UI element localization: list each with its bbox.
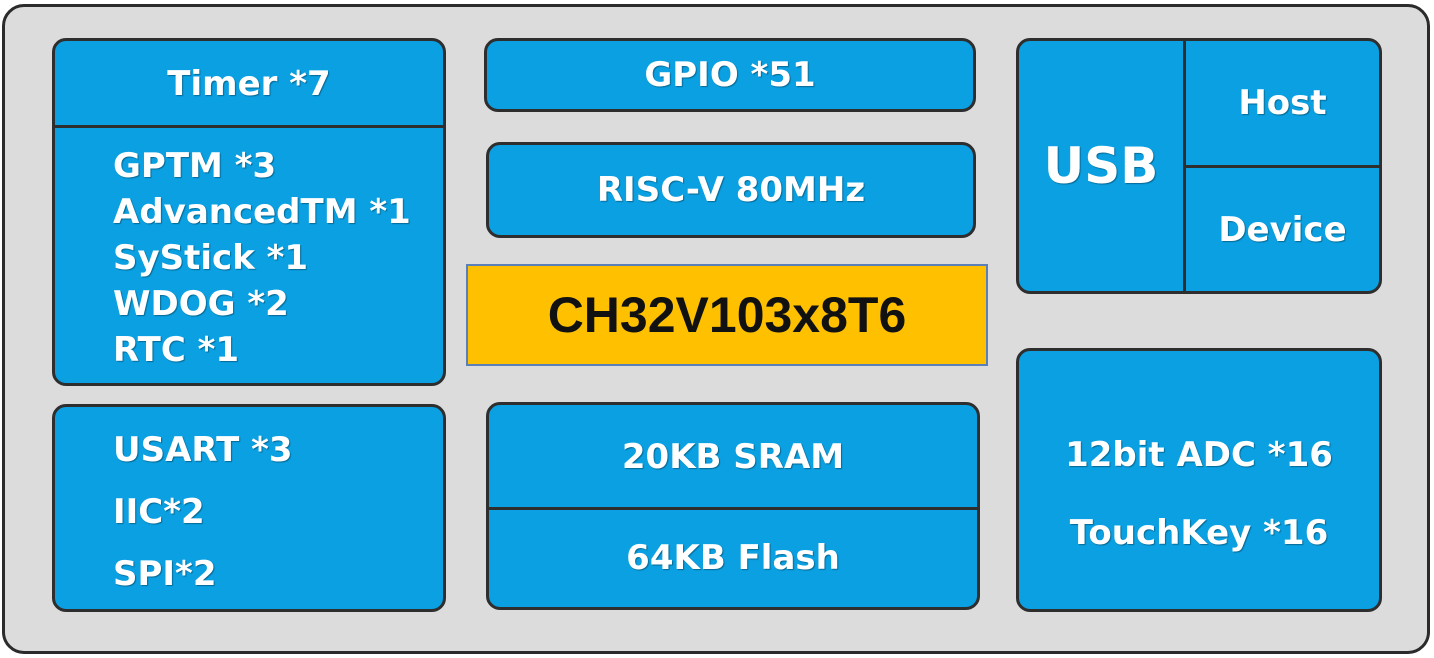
flash-label: 64KB Flash bbox=[626, 538, 840, 578]
touchkey-label: TouchKey *16 bbox=[1069, 513, 1329, 553]
comm-item-usart: USART *3 bbox=[113, 430, 293, 470]
adc-label: 12bit ADC *16 bbox=[1065, 435, 1333, 475]
usb-vdivider bbox=[1183, 41, 1186, 291]
sram-label: 20KB SRAM bbox=[621, 437, 845, 477]
memory-block: 20KB SRAM 64KB Flash bbox=[486, 402, 980, 610]
gpio-block: GPIO *51 bbox=[484, 38, 976, 112]
comm-block: USART *3 IIC*2 SPI*2 bbox=[52, 404, 446, 612]
gpio-label: GPIO *51 bbox=[644, 55, 816, 95]
timer-item-wdog: WDOG *2 bbox=[113, 284, 289, 324]
timer-title: Timer *7 bbox=[167, 64, 331, 104]
timer-divider bbox=[55, 125, 443, 128]
timer-item-rtc: RTC *1 bbox=[113, 330, 240, 370]
timer-item-systick: SyStick *1 bbox=[113, 238, 309, 278]
usb-hdivider bbox=[1186, 165, 1379, 168]
timer-block: Timer *7 GPTM *3 AdvancedTM *1 SyStick *… bbox=[52, 38, 446, 386]
usb-device-label: Device bbox=[1218, 209, 1347, 250]
timer-item-advancedtm: AdvancedTM *1 bbox=[113, 192, 411, 232]
cpu-block: RISC-V 80MHz bbox=[486, 142, 976, 238]
comm-item-iic: IIC*2 bbox=[113, 492, 205, 532]
timer-list: GPTM *3 AdvancedTM *1 SyStick *1 WDOG *2… bbox=[113, 143, 411, 373]
comm-item-spi: SPI*2 bbox=[113, 554, 217, 594]
comm-list: USART *3 IIC*2 SPI*2 bbox=[113, 419, 293, 605]
cpu-label: RISC-V 80MHz bbox=[596, 170, 866, 210]
usb-title: USB bbox=[1043, 137, 1159, 195]
usb-host-label: Host bbox=[1238, 83, 1327, 123]
timer-item-gptm: GPTM *3 bbox=[113, 146, 277, 186]
memory-divider bbox=[489, 507, 977, 510]
chip-name-box: CH32V103x8T6 bbox=[466, 264, 988, 366]
usb-block: USB Host Device bbox=[1016, 38, 1382, 294]
analog-block: 12bit ADC *16 TouchKey *16 bbox=[1016, 348, 1382, 612]
chip-name: CH32V103x8T6 bbox=[547, 287, 907, 343]
